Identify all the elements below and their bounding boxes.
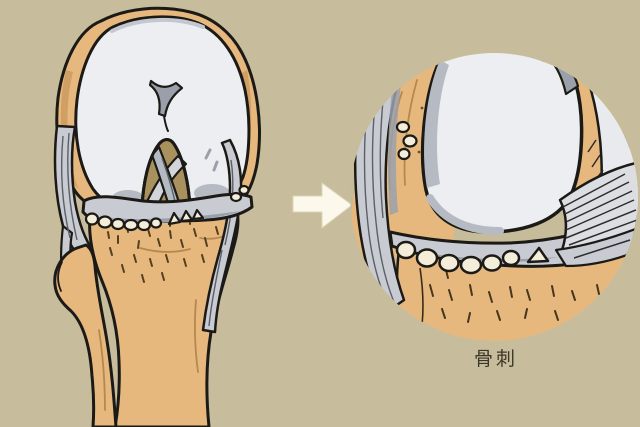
bone-spur-label: 骨刺 (473, 348, 518, 370)
cruciate-ligaments (143, 145, 188, 208)
magnified-bone-spurs (395, 240, 550, 275)
trochlea-notch-tail (163, 115, 169, 132)
notch-outline-restroke (140, 138, 192, 210)
knee-joint-front-view (53, 6, 261, 427)
right-arrow-icon (292, 182, 353, 230)
condyle-mark-1 (204, 148, 212, 160)
cartilage-top-highlight (110, 18, 205, 33)
magnified-femoral-condyle (420, 53, 584, 235)
trochlea-notch-mark (148, 79, 184, 118)
bone-spurs (84, 184, 250, 232)
magnified-bone-speckles (429, 269, 616, 323)
magnified-view (350, 53, 638, 341)
magnified-spur-cluster (395, 120, 418, 161)
fibula (53, 243, 118, 427)
condyle-mark-2 (212, 160, 219, 172)
